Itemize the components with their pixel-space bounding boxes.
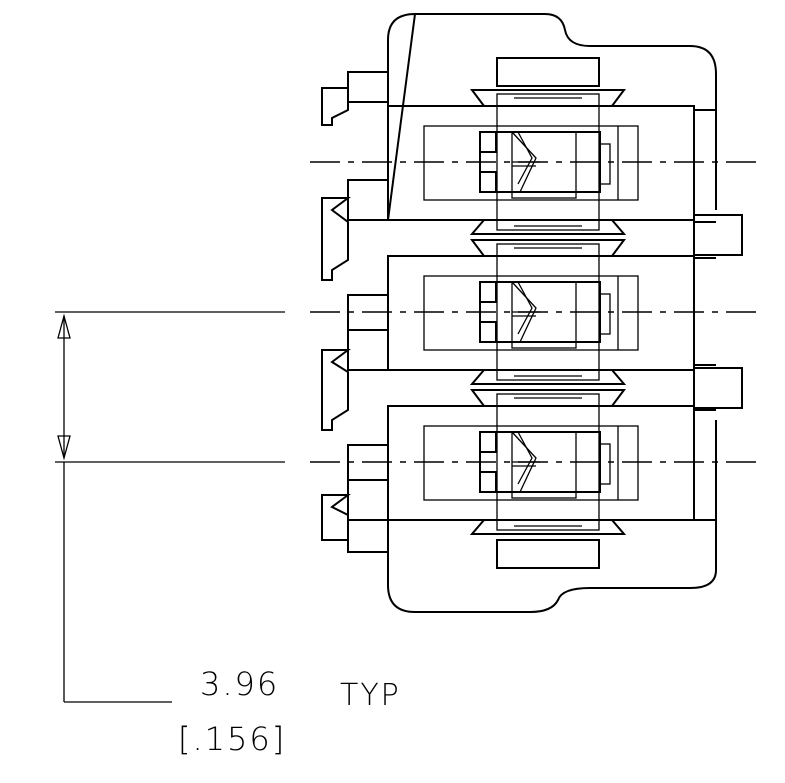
- right-tabs: [693, 109, 743, 521]
- contact-cavity-3: [387, 389, 695, 535]
- dimension-value-mm: 3.96: [200, 665, 279, 703]
- contact-cavities: [387, 89, 695, 535]
- housing-outline: [387, 12, 717, 613]
- dimension-suffix: TYP: [340, 678, 401, 713]
- top-key: [496, 57, 600, 87]
- bottom-key: [496, 539, 600, 569]
- contact-cavity-1: [387, 89, 695, 235]
- pitch-dimension: 3.96 TYP [.156]: [55, 311, 401, 758]
- contact-cavity-2: [387, 239, 695, 385]
- dimension-value-in: [.156]: [178, 720, 286, 758]
- centerlines: [310, 161, 762, 463]
